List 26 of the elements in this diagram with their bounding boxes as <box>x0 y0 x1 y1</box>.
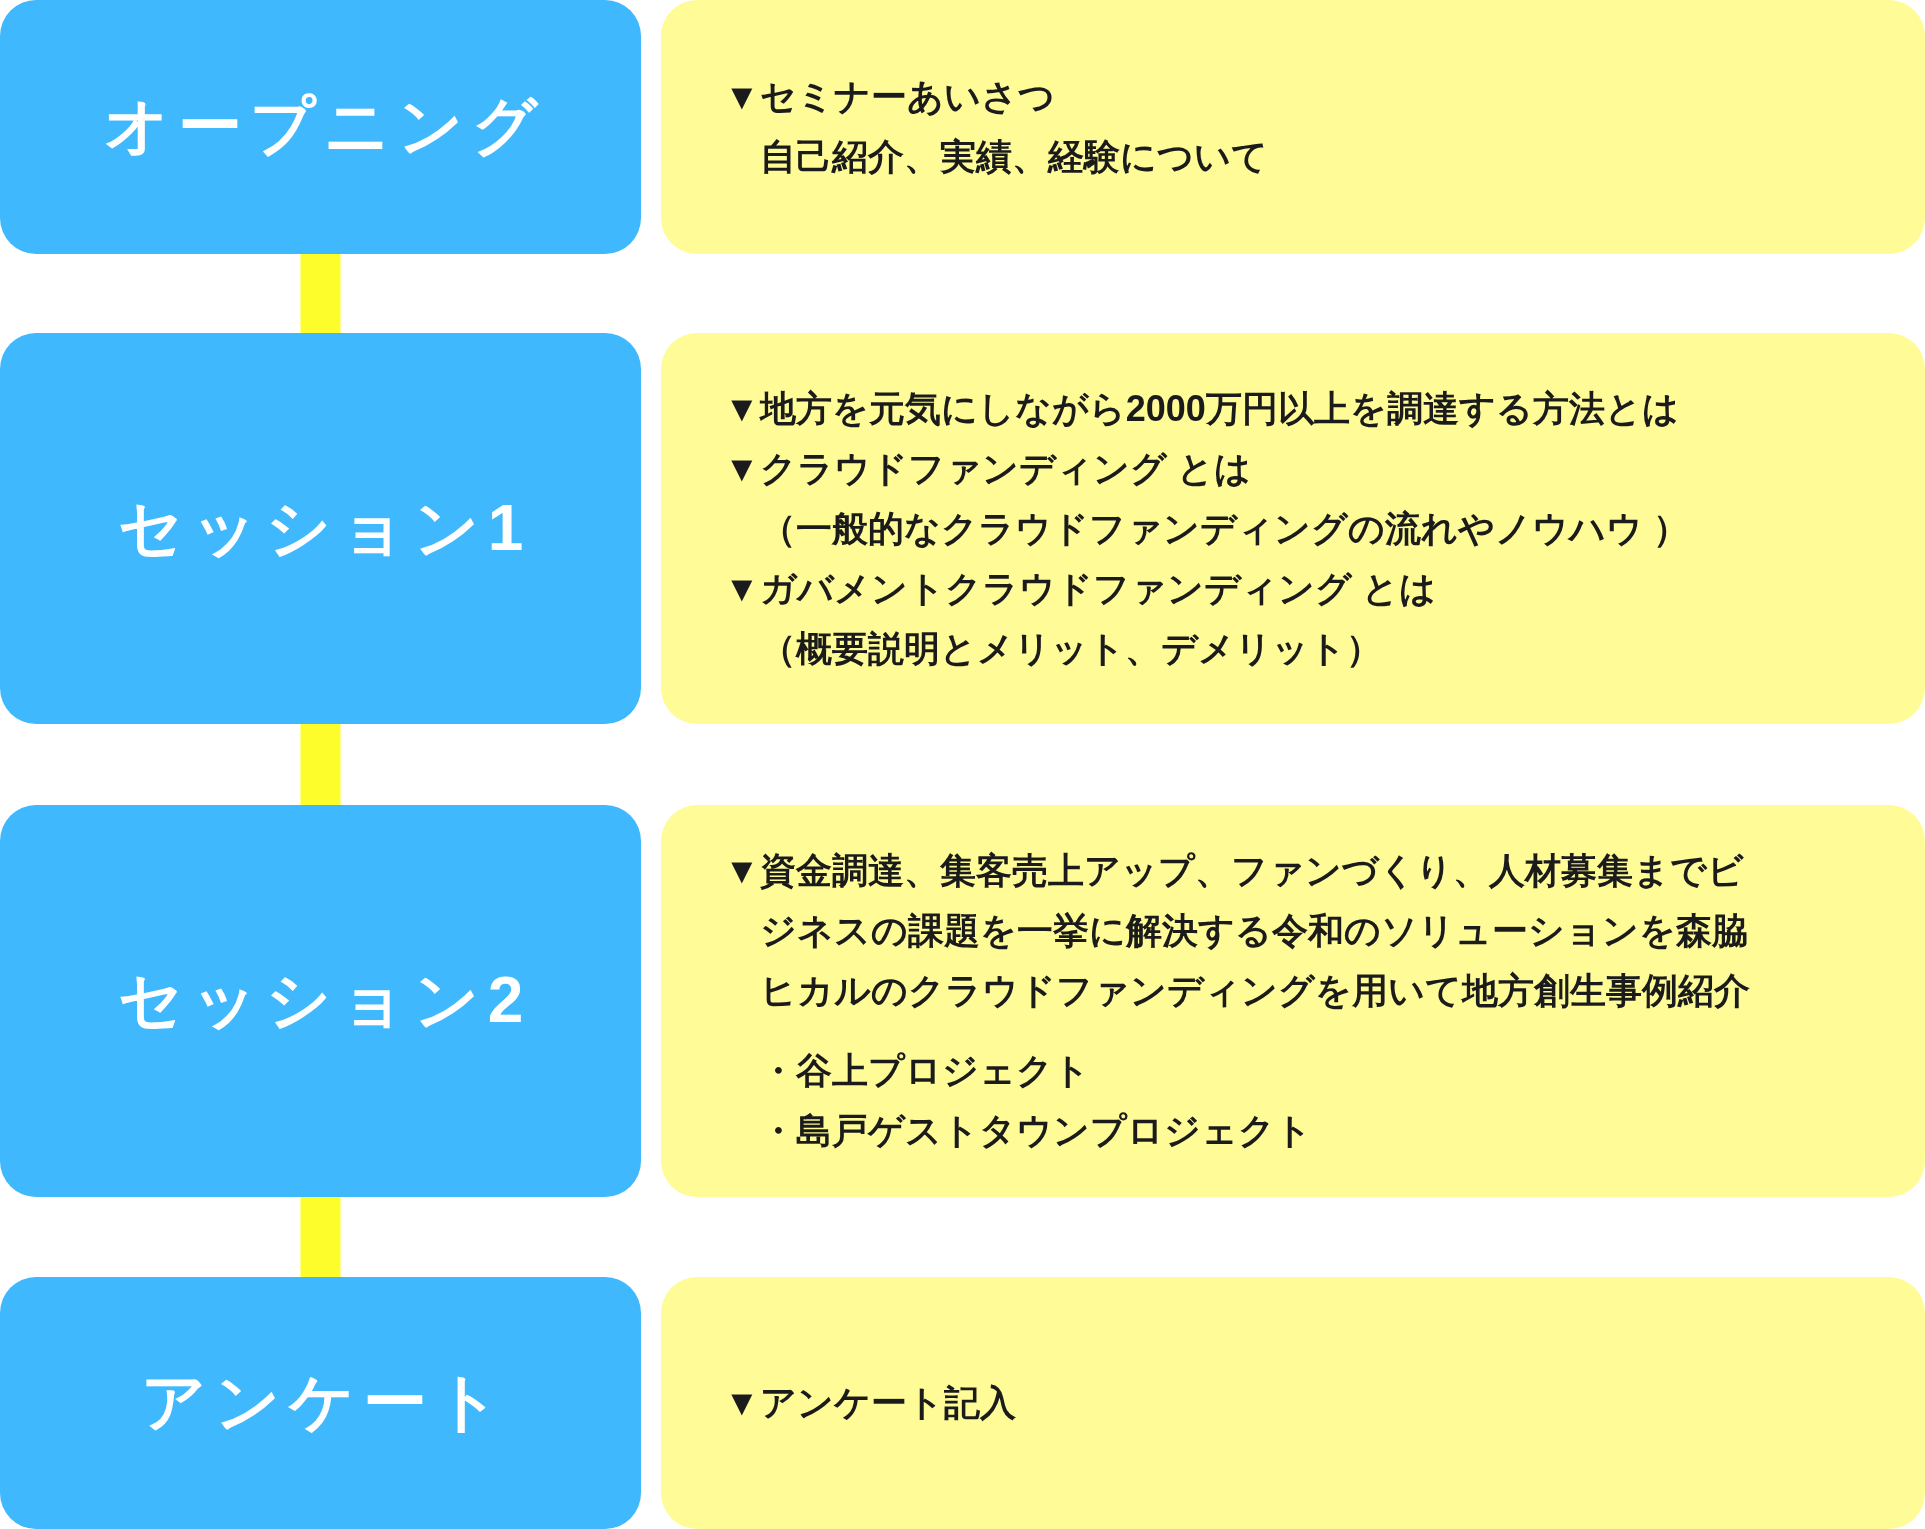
detail-box <box>661 0 1925 254</box>
section-title: セッション1 <box>116 491 532 566</box>
section-title: セッション2 <box>116 964 532 1038</box>
section-title: アンケート <box>139 1366 509 1440</box>
connector-bar <box>300 724 341 805</box>
agenda-item: ▼資金調達、集客売上アップ、ファンづくり、人材募集までビジネスの課題を一挙に解決する令和のソリューションを森脇ヒカルのクラウドファンディングを用いて地方創生事例紹介 <box>724 849 1751 1013</box>
agenda-item: ▼アンケート記入 <box>724 1381 1016 1425</box>
connector-bar <box>300 1197 341 1277</box>
section-title: オープニング <box>102 90 546 164</box>
section-box <box>0 805 641 1197</box>
agenda-item: ▼セミナーあいさつ <box>724 75 1055 119</box>
section-box <box>0 333 641 724</box>
connector-bar <box>300 254 341 333</box>
detail-box <box>661 805 1925 1197</box>
agenda-item: ▼クラウドファンディング とは <box>724 446 1251 491</box>
agenda-item: ▼地方を元気にしながら2000万円以上を調達する方法とは <box>724 386 1679 431</box>
item-detail: （概要説明とメリット、デメリット） <box>760 626 1382 671</box>
item-detail: 自己紹介、実績、経験について <box>760 135 1268 179</box>
section-box <box>0 0 641 254</box>
bullet-item: ・谷上プロジェクト <box>760 1049 1090 1093</box>
item-detail: （一般的なクラウドファンディングの流れやノウハウ ） <box>760 506 1689 551</box>
section-box <box>0 1277 641 1529</box>
detail-box <box>661 333 1925 724</box>
agenda-item: ▼ガバメントクラウドファンディング とは <box>724 566 1436 611</box>
bullet-item: ・島戸ゲストタウンプロジェクト <box>760 1109 1312 1153</box>
detail-box <box>661 1277 1925 1529</box>
